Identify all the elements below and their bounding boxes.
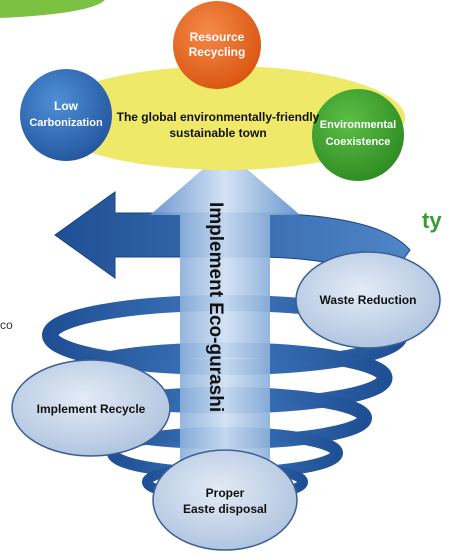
- resource-recycling-line2: Recycling: [189, 45, 246, 59]
- center-title-line2: sustainable town: [169, 126, 266, 140]
- environmental-coexistence-line1: Environmental: [320, 119, 396, 131]
- arrow-label: Implement Eco-gurashi: [205, 202, 226, 412]
- low-carbonization-line2: Carbonization: [29, 117, 103, 129]
- environmental-coexistence-circle: [312, 89, 404, 181]
- proper-disposal-line2: Easte disposal: [183, 502, 267, 516]
- up-arrow: [150, 150, 300, 470]
- proper-disposal-ellipse: [152, 449, 298, 551]
- edge-title-fragment: ty: [422, 208, 442, 233]
- center-title-line1: The global environmentally-friendly: [117, 110, 320, 124]
- low-carbonization-line1: Low: [54, 99, 79, 113]
- proper-disposal-line1: Proper: [206, 486, 245, 500]
- implement-recycle-label: Implement Recycle: [37, 402, 146, 416]
- waste-reduction-label: Waste Reduction: [320, 293, 417, 307]
- green-corner-stripe: [0, 0, 105, 18]
- low-carbonization-circle: [20, 69, 112, 161]
- implement-recycle-ellipse: [11, 359, 171, 457]
- edge-text-fragment: co: [0, 318, 13, 332]
- environmental-coexistence-line2: Coexistence: [326, 136, 391, 148]
- waste-reduction-ellipse: [295, 251, 441, 349]
- resource-recycling-circle: [173, 1, 261, 89]
- resource-recycling-line1: Resource: [190, 30, 245, 44]
